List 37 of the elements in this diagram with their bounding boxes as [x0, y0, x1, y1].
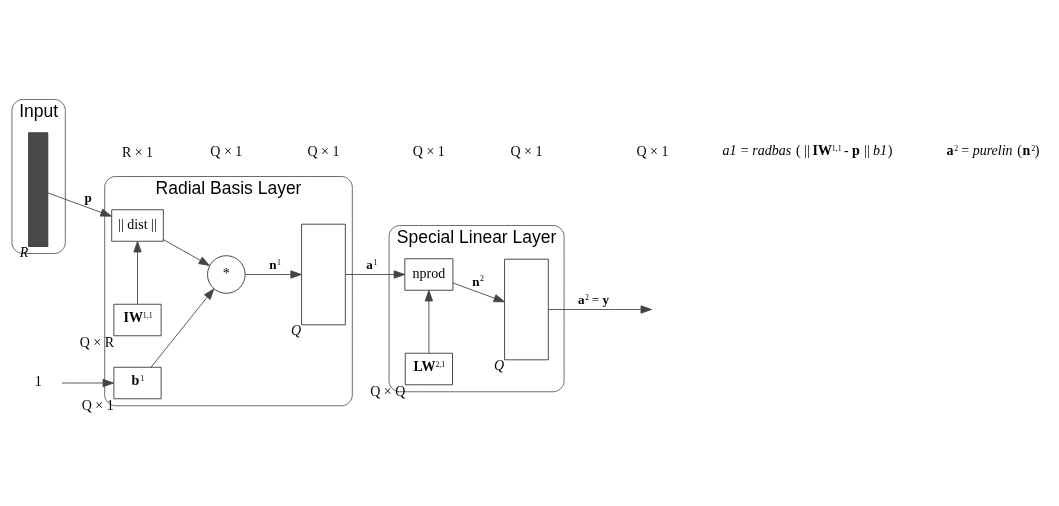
edge-label: p [84, 189, 92, 205]
node-circle: * [207, 254, 246, 294]
edge-label: n$^{2}$ [472, 273, 484, 289]
node-box: IW$^{1,1}$ [113, 303, 162, 336]
node-box [301, 223, 346, 325]
label: a1 = radbas ( || IW$^{1,1}$ - p || b1) [722, 142, 893, 158]
arrow [424, 289, 433, 354]
node-label: Q × R [79, 334, 114, 350]
node-box: || dist || [111, 208, 164, 242]
edge-label: a$^{1}$ [366, 256, 378, 272]
label: Q × 1 [636, 143, 669, 159]
arrow [133, 240, 142, 305]
label: a$^{2}$ = purelin (n$^{2}$) [946, 142, 1040, 158]
arrow [47, 192, 112, 217]
node-label: Q × 1 [81, 397, 114, 413]
label: Q × 1 [510, 143, 543, 159]
label: R × 1 [121, 144, 154, 160]
node-box: LW$^{2,1}$ [404, 352, 453, 385]
arrow [244, 269, 302, 279]
arrow [345, 269, 406, 279]
label: Q × 1 [307, 143, 340, 159]
node-label: Q [494, 357, 505, 373]
arrow [452, 282, 505, 302]
arrow [547, 304, 652, 314]
node-box [504, 258, 549, 360]
arrow [61, 378, 114, 387]
node-text: 1 [34, 373, 42, 389]
label: Q × 1 [412, 143, 445, 159]
label: Q × 1 [210, 143, 243, 159]
node-box: b$^{1}$ [113, 366, 162, 399]
node-label: Q [291, 322, 302, 338]
edge-label: n$^{1}$ [269, 256, 281, 272]
node-bar [28, 131, 49, 247]
arrow [162, 238, 210, 266]
edge-label: a$^{2}$ = y [578, 291, 610, 307]
node-box: nprod [404, 257, 454, 291]
arrow [150, 287, 215, 368]
